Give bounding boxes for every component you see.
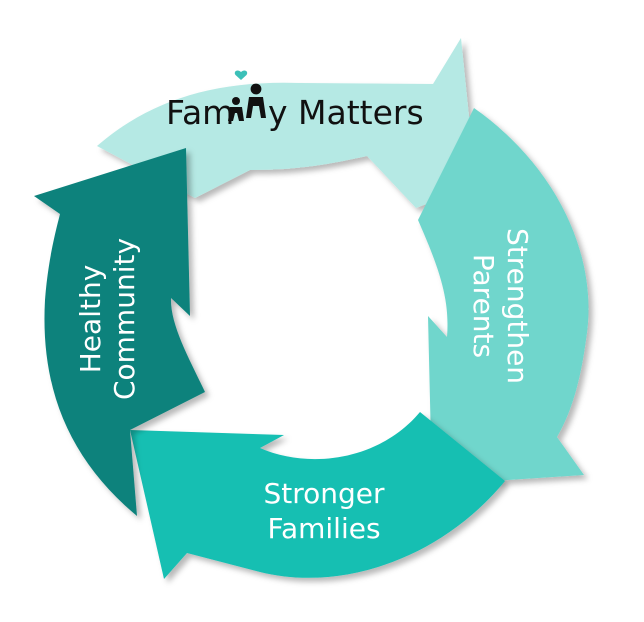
- label-strengthen-parents: Strengthen Parents: [467, 228, 534, 384]
- logo-text-right: y Matters: [268, 93, 424, 132]
- cycle-arrow-top: [97, 38, 476, 208]
- label-stronger-families: Stronger Families: [263, 477, 385, 545]
- cycle-arrow-right: [418, 108, 589, 485]
- label-line: Strengthen: [501, 228, 534, 384]
- label-line: Stronger: [263, 477, 385, 510]
- label-healthy-community: Healthy Community: [74, 238, 141, 400]
- parent-child-figures-icon: [228, 83, 266, 121]
- family-matters-logo: Fam y Matters: [166, 70, 424, 132]
- cycle-arrow-left: [34, 148, 205, 516]
- cycle-arrow-bottom: [130, 412, 505, 579]
- label-line: Healthy: [74, 265, 107, 374]
- heart-icon: [234, 70, 248, 80]
- label-line: Parents: [467, 254, 500, 358]
- label-line: Community: [108, 238, 141, 400]
- label-line: Families: [267, 512, 380, 545]
- logo-text-left: Fam: [166, 93, 234, 132]
